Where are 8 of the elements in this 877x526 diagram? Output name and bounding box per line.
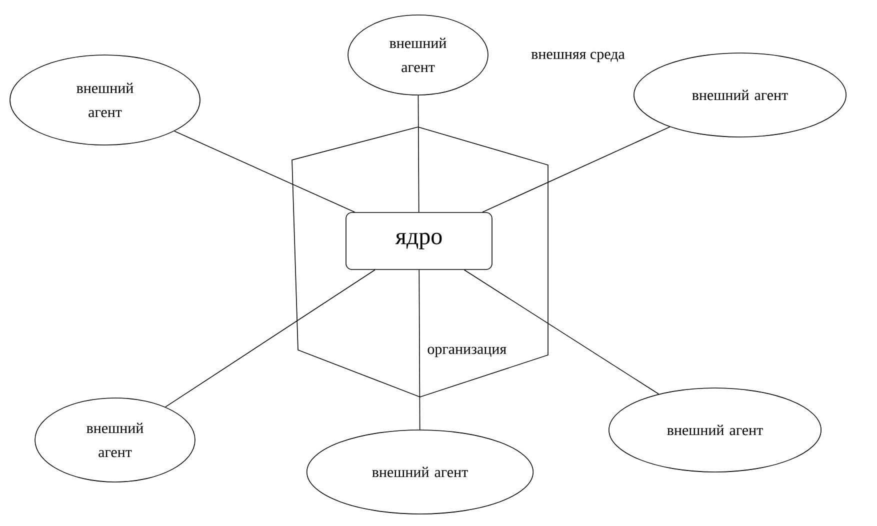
environment-label: внешняя среда bbox=[531, 52, 625, 62]
connector-line bbox=[482, 126, 670, 212]
core-box: ядро bbox=[346, 212, 492, 270]
connector-line bbox=[464, 270, 660, 394]
connector-line bbox=[174, 130, 356, 212]
connector-line bbox=[418, 270, 420, 430]
connector-line bbox=[418, 95, 420, 212]
connector-line bbox=[165, 270, 376, 408]
